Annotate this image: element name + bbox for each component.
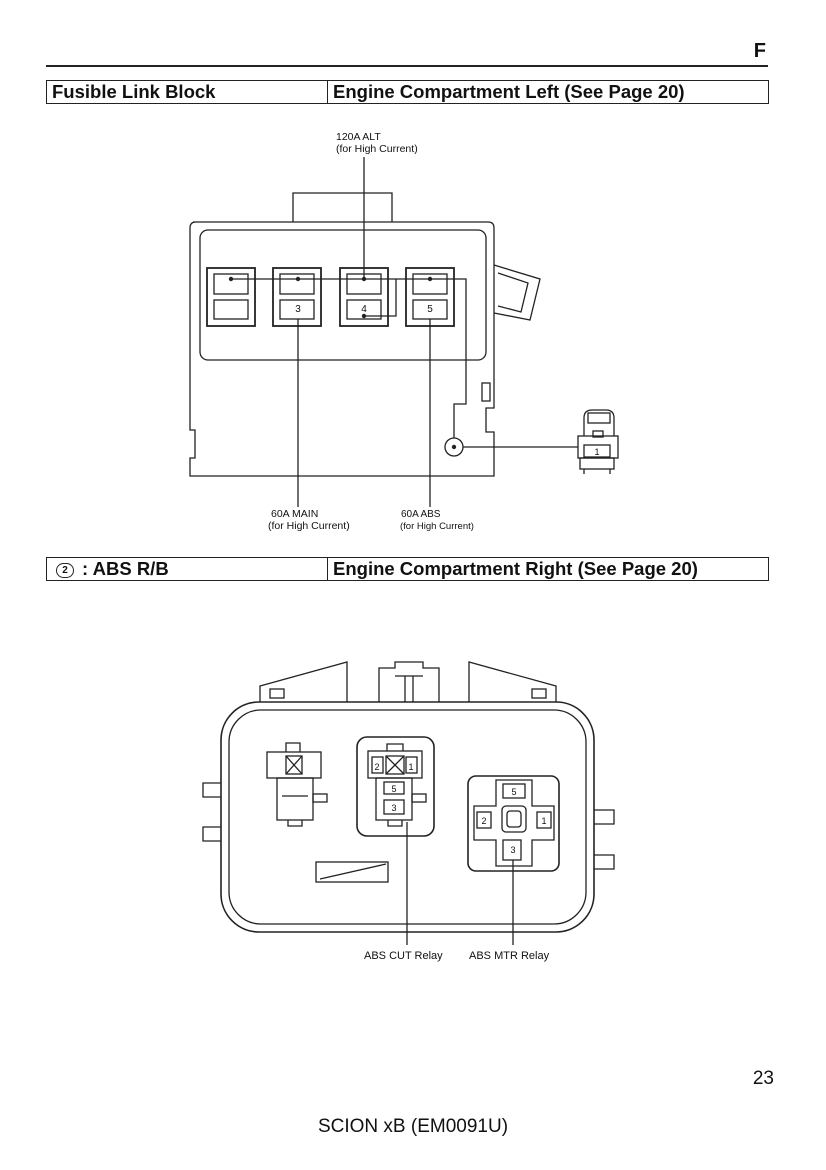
fusible-link-diagram: 3 4 5 1 120A ALT (for High Current) 60A … <box>189 131 619 532</box>
page-number: 23 <box>752 1068 774 1089</box>
circled-number-badge: 2 <box>56 563 74 578</box>
alt-callout-line1: 120A ALT <box>336 131 381 143</box>
section-letter: F <box>753 40 766 62</box>
top-rule <box>46 65 768 67</box>
slot-5-number: 5 <box>427 304 433 315</box>
abs-rb-header: 2 : ABS R/B Engine Compartment Right (See… <box>46 557 769 581</box>
cut-pin-2: 2 <box>374 762 379 772</box>
page-footer: SCION xB (EM0091U) <box>317 1116 509 1137</box>
connector-icon <box>577 409 619 474</box>
mtr-pin-5: 5 <box>511 787 516 797</box>
mtr-pin-1: 1 <box>541 816 546 826</box>
cut-pin-5: 5 <box>391 784 396 794</box>
abs-relay-block-diagram: 2 1 5 3 5 2 1 3 ABS CUT Relay ABS MTR Re… <box>202 661 615 962</box>
slot-4-number: 4 <box>361 304 367 315</box>
fuse-slot-1 <box>206 267 256 327</box>
mtr-pin-3: 3 <box>510 845 515 855</box>
fusible-link-title: Fusible Link Block <box>47 81 328 103</box>
alt-callout-line2: (for High Current) <box>336 143 418 155</box>
connector-pin-number: 1 <box>594 447 599 457</box>
cut-pin-3: 3 <box>391 803 396 813</box>
abs-rb-title: 2 : ABS R/B <box>47 558 328 580</box>
abs-callout-line2: (for High Current) <box>400 521 474 532</box>
abs-cut-relay-socket <box>356 736 435 837</box>
abs-rb-label: : ABS R/B <box>82 558 169 579</box>
abs-callout-line1: 60A ABS <box>401 509 441 520</box>
abs-mtr-relay-callout: ABS MTR Relay <box>469 950 550 962</box>
cut-pin-1: 1 <box>408 762 413 772</box>
abs-rb-location: Engine Compartment Right (See Page 20) <box>333 558 698 579</box>
main-callout-line1: 60A MAIN <box>271 508 318 520</box>
abs-cut-relay-callout: ABS CUT Relay <box>364 950 443 962</box>
fusible-link-location: Engine Compartment Left (See Page 20) <box>333 81 685 102</box>
mtr-pin-2: 2 <box>481 816 486 826</box>
slot-3-number: 3 <box>295 304 301 315</box>
left-relay-socket <box>266 742 328 827</box>
main-callout-line2: (for High Current) <box>268 520 350 532</box>
fusible-link-header: Fusible Link Block Engine Compartment Le… <box>46 80 769 104</box>
fuse-slot-3 <box>272 267 322 327</box>
